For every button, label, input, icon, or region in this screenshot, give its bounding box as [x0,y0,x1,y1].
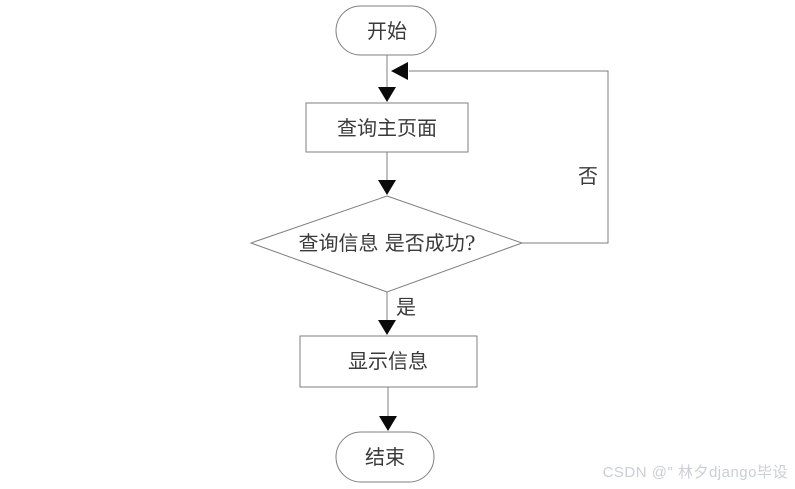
arrowhead-into-decision [378,180,396,195]
csdn-watermark: CSDN @" 林夕django毕设 [602,464,788,481]
arrowheads [378,62,408,431]
node-show-info: 显示信息 [299,335,478,388]
edge-no-loopback [409,70,609,244]
branch-label-yes: 是 [396,295,416,319]
node-show-info-shape [299,335,478,388]
node-query-page: 查询主页面 [305,102,469,153]
node-end-shape [335,431,435,483]
arrowhead-into-query [378,87,396,102]
node-start-shape [335,5,437,56]
node-query-page-shape [305,102,469,153]
node-decision-shape [249,195,524,293]
branch-label-no: 否 [578,164,598,188]
node-start: 开始 [335,5,437,56]
node-end-label: 结束 [365,445,405,469]
node-decision-label: 查询信息 是否成功? [298,231,475,255]
arrowhead-into-show [378,320,396,335]
arrowhead-into-end [379,416,397,431]
node-decision: 查询信息 是否成功? [249,195,524,293]
node-start-label: 开始 [367,19,407,43]
arrowhead-loopback-left [391,62,408,80]
node-show-info-label: 显示信息 [348,349,428,373]
node-query-page-label: 查询主页面 [337,116,437,140]
node-end: 结束 [335,431,435,483]
